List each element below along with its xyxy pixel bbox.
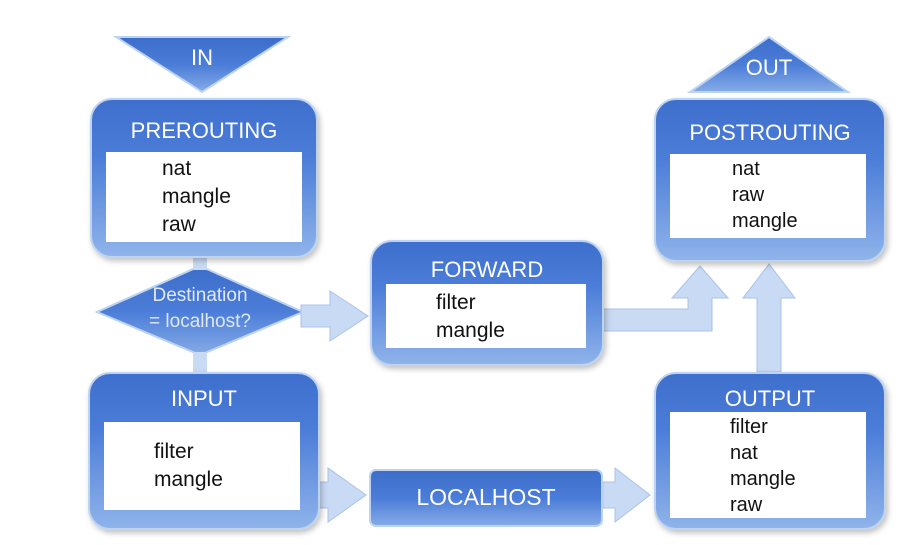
localhost-box [369, 469, 603, 527]
prerouting-table-nat: nat [162, 157, 192, 180]
arrow-output-to-postrouting [741, 263, 797, 373]
output-table-mangle: mangle [730, 468, 796, 490]
output-table-box [670, 412, 866, 518]
forward-chain: FORWARD filter mangle [370, 240, 604, 366]
postrouting-table-box [670, 154, 866, 238]
forward-title: FORWARD [430, 257, 544, 282]
forward-tables: filter mangle [436, 289, 505, 345]
input-table-mangle: mangle [154, 468, 223, 491]
arrow-decision-to-forward [300, 290, 369, 342]
localhost-label: LOCALHOST [416, 484, 556, 510]
input-chain: INPUT filter mangle [88, 372, 320, 530]
prerouting-table-mangle: mangle [162, 185, 231, 208]
postrouting-table-nat: nat [732, 158, 760, 180]
arrow-forward-to-postrouting [602, 265, 730, 332]
postrouting-tables: nat raw mangle [732, 156, 798, 234]
output-tables: filter nat mangle raw [730, 414, 796, 518]
arrow-localhost-to-output [602, 466, 651, 524]
decision-label-line2: = localhost? [149, 311, 251, 332]
forward-table-box [386, 284, 586, 348]
prerouting-chain: PREROUTING nat mangle raw [90, 98, 318, 258]
prerouting-tables: nat mangle raw [162, 155, 231, 239]
input-title: INPUT [171, 386, 237, 411]
forward-table-filter: filter [436, 291, 476, 314]
output-table-filter: filter [730, 416, 768, 438]
out-triangle [686, 35, 852, 93]
in-label: IN [191, 45, 213, 70]
connector-decision-input [193, 352, 207, 374]
prerouting-title: PREROUTING [130, 118, 278, 143]
input-table-filter: filter [154, 440, 194, 463]
postrouting-chain: POSTROUTING nat raw mangle [654, 98, 886, 262]
out-label: OUT [745, 55, 793, 80]
output-title: OUTPUT [724, 386, 816, 411]
input-table-box [104, 422, 300, 510]
postrouting-table-raw: raw [732, 184, 765, 206]
prerouting-table-raw: raw [162, 213, 196, 236]
output-chain: OUTPUT filter nat mangle raw [654, 372, 886, 530]
forward-table-mangle: mangle [436, 319, 505, 342]
postrouting-title: POSTROUTING [689, 120, 851, 145]
in-triangle [112, 36, 292, 94]
decision-label-line1: Destination [152, 285, 248, 306]
prerouting-table-box [106, 152, 302, 242]
arrow-input-to-localhost [317, 467, 367, 523]
output-table-nat: nat [730, 442, 758, 464]
output-table-raw: raw [730, 494, 763, 516]
input-tables: filter mangle [154, 438, 223, 494]
postrouting-table-mangle: mangle [732, 210, 798, 232]
